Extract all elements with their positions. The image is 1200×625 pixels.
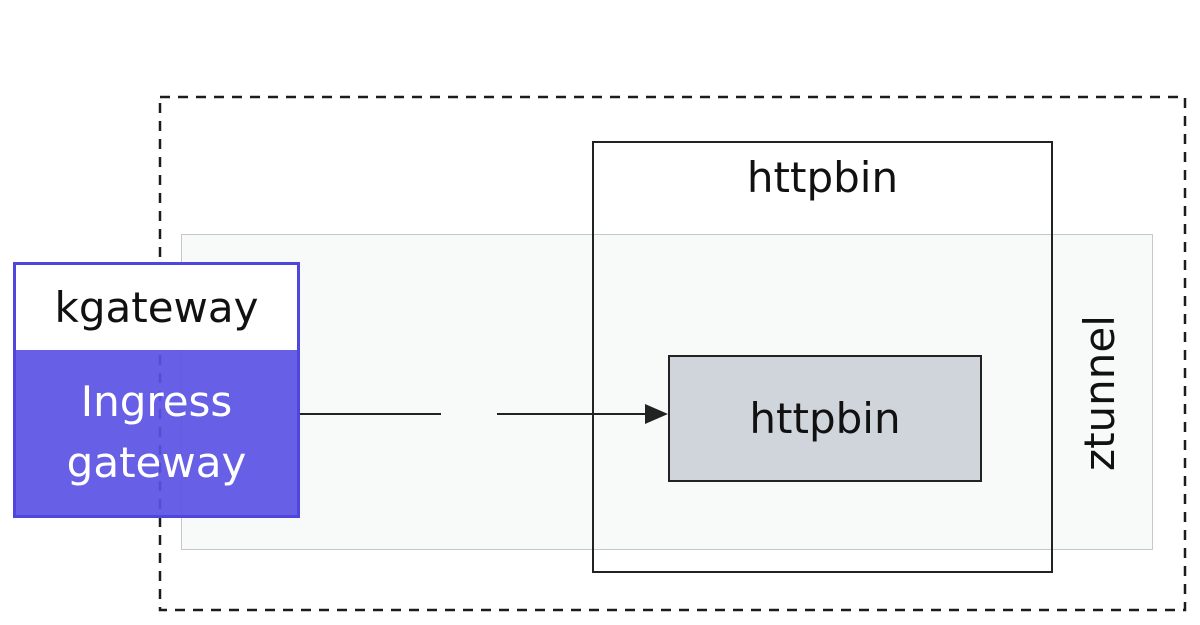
httpbin-namespace-title: httpbin (746, 153, 899, 202)
kgateway-subgraph-title: kgateway (16, 265, 297, 350)
ingress-gateway-node-label: Ingress gateway (66, 376, 247, 487)
ingress-gateway-node: Ingress gateway (16, 350, 297, 515)
ztunnel-label: ztunnel (1075, 315, 1124, 471)
ztunnel-band (181, 234, 1153, 550)
httpbin-node: httpbin (668, 355, 982, 482)
ingress-gateway-node-fill (16, 350, 297, 515)
httpbin-namespace-box: httpbin (592, 141, 1053, 573)
httpbin-node-label: httpbin (749, 394, 901, 443)
kgateway-subgraph: kgateway Ingress gateway (13, 262, 300, 518)
